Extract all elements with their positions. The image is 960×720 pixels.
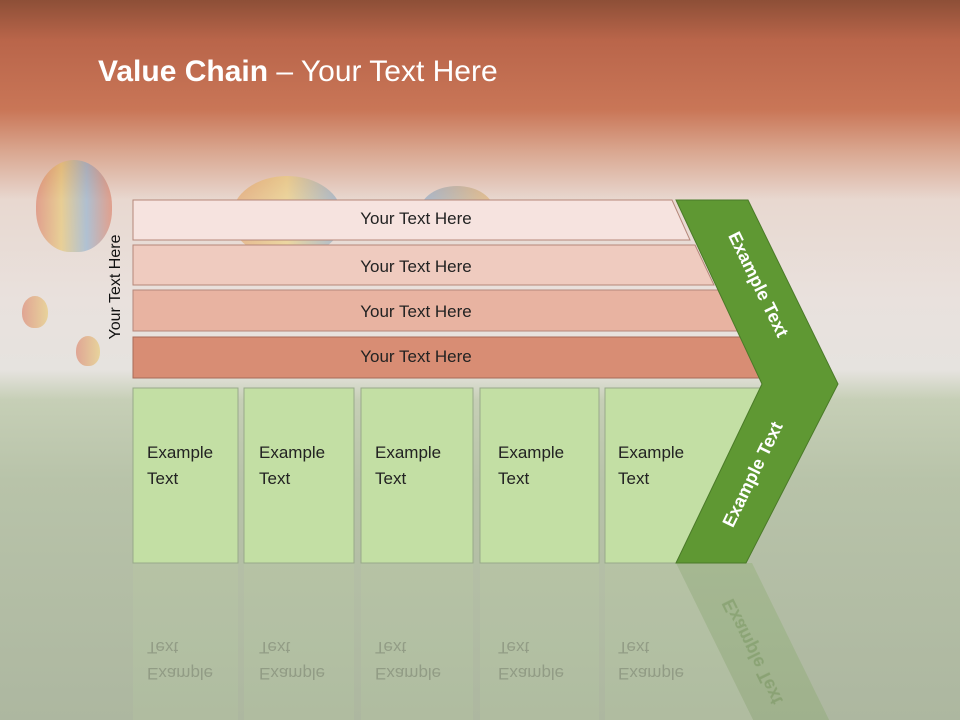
reflected-box-text: Text — [375, 638, 406, 657]
reflected-box-text: Text — [259, 638, 290, 657]
box-label-5-line2: Text — [618, 469, 649, 488]
box-label-2-line2: Text — [259, 469, 290, 488]
box-reflection — [244, 563, 354, 720]
activity-box-3 — [360, 387, 474, 564]
box-label-1-line2: Text — [147, 469, 178, 488]
box-label-4-line1: Example — [498, 443, 564, 462]
box-label-3-line1: Example — [375, 443, 441, 462]
reflection-group — [133, 563, 830, 720]
title-bold: Value Chain — [98, 55, 269, 88]
row-label-3: Your Text Here — [360, 302, 472, 321]
reflected-box-text: Example — [375, 664, 441, 683]
box-label-2-line1: Example — [259, 443, 325, 462]
box-label-3-line2: Text — [375, 469, 406, 488]
row-label-4: Your Text Here — [360, 347, 472, 366]
chevron-arrow — [675, 199, 839, 564]
hot-air-balloon-icon — [22, 296, 48, 328]
box-label-5-line1: Example — [618, 443, 684, 462]
box-reflection — [361, 563, 473, 720]
activity-box-1 — [132, 387, 239, 564]
row-label-2: Your Text Here — [360, 257, 472, 276]
box-label-1-line1: Example — [147, 443, 213, 462]
row-shape-2 — [132, 244, 715, 286]
row-shape-1 — [132, 199, 691, 241]
chevron-reflection — [676, 563, 830, 720]
reflected-box-text: Text — [618, 638, 649, 657]
reflected-box-text: Example — [618, 664, 684, 683]
box-label-4-line2: Text — [498, 469, 529, 488]
title-rest: – Your Text Here — [268, 55, 498, 88]
hot-air-balloon-icon — [76, 336, 100, 366]
hot-air-balloon-icon — [36, 160, 112, 252]
reflected-box-text: Example — [498, 664, 564, 683]
box-reflection — [605, 563, 754, 720]
box-reflection — [480, 563, 599, 720]
reflected-box-text: Text — [498, 638, 529, 657]
reflected-box-text: Example — [259, 664, 325, 683]
reflected-box-text: Text — [147, 638, 178, 657]
slide-title: Value Chain – Your Text Here — [98, 55, 498, 89]
box-reflection — [133, 563, 238, 720]
activity-box-4 — [479, 387, 600, 564]
reflected-box-text: Example — [147, 664, 213, 683]
activity-box-2 — [243, 387, 355, 564]
row-label-1: Your Text Here — [360, 209, 472, 228]
